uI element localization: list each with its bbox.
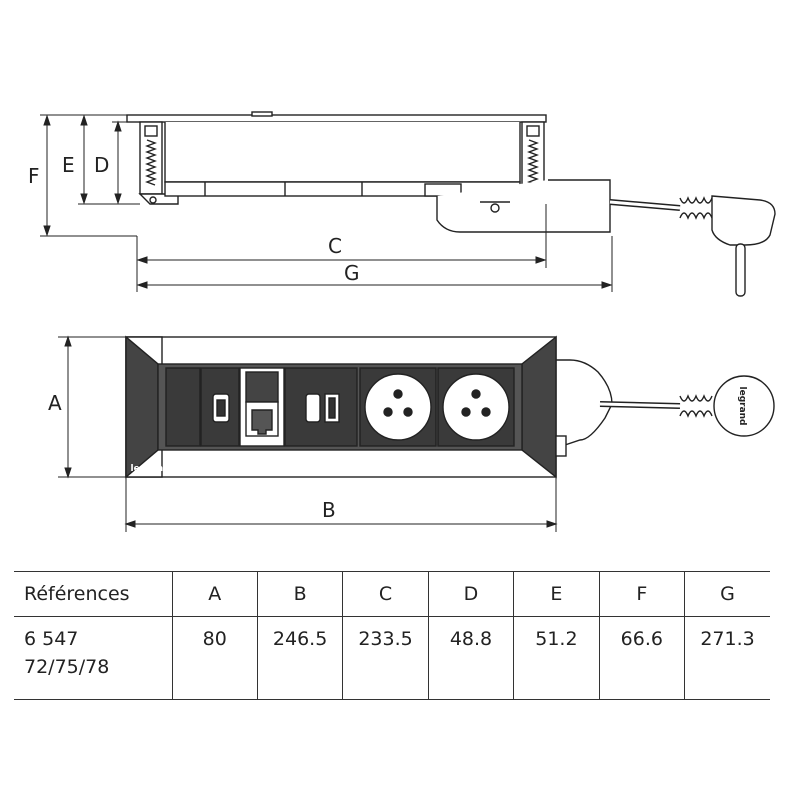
top-plate <box>126 114 547 123</box>
top-view <box>125 335 775 479</box>
dim-label-C: C <box>328 234 342 258</box>
top-dimensions <box>58 335 558 532</box>
left-clamp <box>138 121 179 205</box>
dim-label-A: A <box>48 391 62 415</box>
header-F: F <box>598 571 685 617</box>
power-socket-2 <box>437 367 515 447</box>
cable-outlet <box>555 359 613 449</box>
header-G: G <box>684 571 770 617</box>
side-body <box>164 122 521 183</box>
dim-label-D: D <box>94 153 109 177</box>
header-B: B <box>256 571 343 617</box>
table-row: 6 547 72/75/78 80 246.5 233.5 48.8 51.2 … <box>14 616 770 700</box>
side-plug <box>711 195 776 246</box>
frame-logo: legrand <box>131 464 170 474</box>
junction-box <box>436 179 611 233</box>
cell-C: 233.5 <box>342 616 429 700</box>
reference-line-2: 72/75/78 <box>24 656 110 678</box>
dim-label-G: G <box>344 261 360 285</box>
cell-B: 246.5 <box>256 616 343 700</box>
cell-E: 51.2 <box>513 616 600 700</box>
cell-G: 271.3 <box>684 616 770 700</box>
header-C: C <box>342 571 429 617</box>
dim-label-B: B <box>322 498 336 522</box>
cell-reference: 6 547 72/75/78 <box>14 616 172 700</box>
dim-label-F: F <box>28 164 40 188</box>
side-dimensions <box>40 114 613 292</box>
usb-module <box>284 367 358 447</box>
cell-D: 48.8 <box>427 616 514 700</box>
reference-line-1: 6 547 <box>24 628 79 650</box>
table-header-row: Références A B C D E F G <box>14 571 770 617</box>
round-plug <box>713 375 775 437</box>
dimensions-table: Références A B C D E F G 6 547 72/75/78 … <box>14 571 770 700</box>
header-D: D <box>427 571 514 617</box>
header-A: A <box>171 571 258 617</box>
side-view <box>126 111 776 297</box>
header-E: E <box>513 571 600 617</box>
cell-A: 80 <box>171 616 258 700</box>
header-references: Références <box>14 571 172 617</box>
cell-F: 66.6 <box>598 616 685 700</box>
power-socket-1 <box>359 367 437 447</box>
dim-label-E: E <box>62 153 75 177</box>
plug-logo: legrand <box>737 387 747 426</box>
